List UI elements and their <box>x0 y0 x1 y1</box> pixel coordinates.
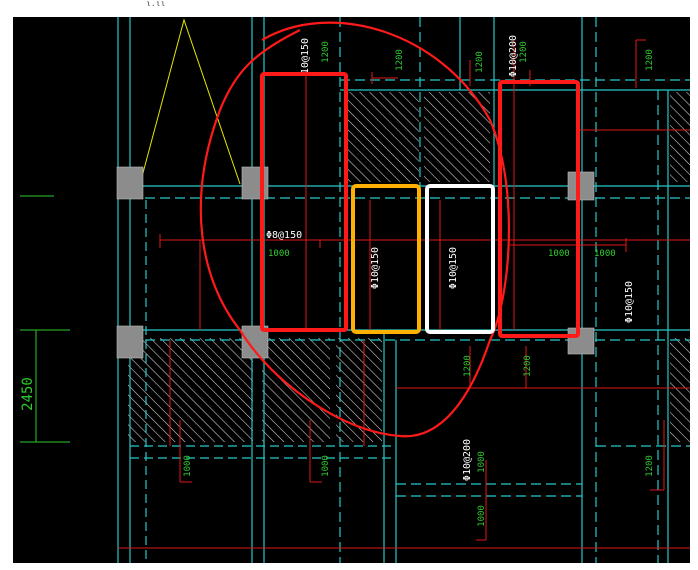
red-highlight-box-left[interactable] <box>260 72 348 332</box>
length-bottom-left-1: 1000 <box>183 455 193 477</box>
length-top-2: 1200 <box>395 49 405 71</box>
rebar-label-left-middle: Φ8@150 <box>266 230 302 241</box>
dimension-2450-text: 2450 <box>20 377 36 411</box>
rebar-label-orange-box: Φ10@150 <box>370 247 381 289</box>
column-top-left <box>116 166 144 200</box>
orange-highlight-box[interactable] <box>351 184 421 334</box>
length-center-below-2: 1200 <box>523 355 533 377</box>
red-highlight-box-right[interactable] <box>498 80 580 338</box>
hatched-slab-regions <box>128 92 690 442</box>
rebar-label-bottom-center: Φ10@200 <box>462 439 473 481</box>
length-bottom-left-2: 1000 <box>321 455 331 477</box>
column-top-middle <box>241 166 269 200</box>
rebar-label-white-box: Φ10@150 <box>448 247 459 289</box>
length-top-3: 1200 <box>475 51 485 73</box>
white-highlight-box[interactable] <box>425 184 495 334</box>
column-bottom-left <box>116 325 144 359</box>
length-center-below-1: 1200 <box>463 355 473 377</box>
length-right-middle-1: 1000 <box>548 249 570 259</box>
length-right-bottom: 1200 <box>645 455 655 477</box>
length-right-middle-2: 1000 <box>594 249 616 259</box>
length-left-middle: 1000 <box>268 249 290 259</box>
yellow-diagonal-lines <box>139 18 241 185</box>
length-top-1: 1200 <box>321 41 331 63</box>
rebar-label-top-right: Φ10@200 <box>508 35 519 77</box>
rebar-label-right: Φ10@150 <box>624 281 635 323</box>
dimension-2450: 2450 <box>20 195 70 443</box>
length-top-5: 1200 <box>645 49 655 71</box>
length-top-4: 1200 <box>519 41 529 63</box>
markup-annotations[interactable] <box>199 21 580 438</box>
red-freehand-circle[interactable] <box>199 21 511 438</box>
columns <box>116 166 595 359</box>
length-bottom-center-2: 1000 <box>477 505 487 527</box>
column-top-right <box>567 171 595 201</box>
length-bottom-center-1: 1000 <box>477 451 487 473</box>
rebar-label-top-left: 10@150 <box>300 38 311 74</box>
top-fragment-text: ι.ιι <box>146 0 165 8</box>
column-bottom-right <box>567 327 595 355</box>
